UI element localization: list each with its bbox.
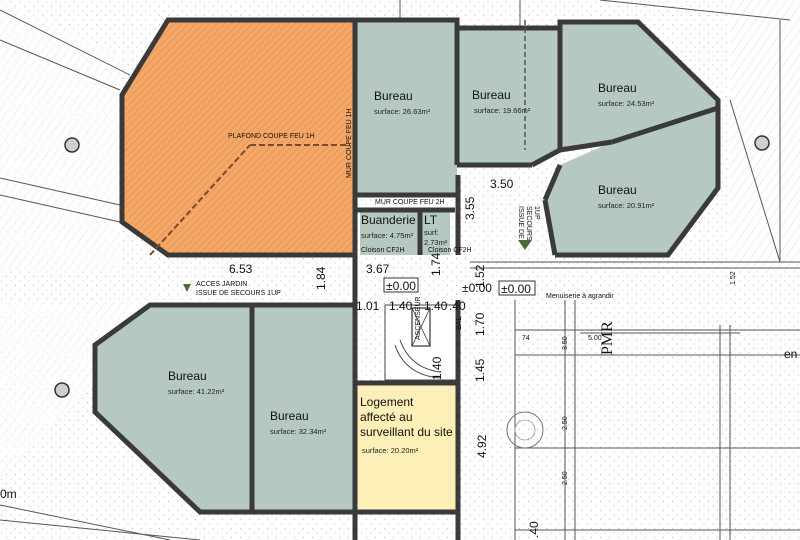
room-bureau-d-name: Bureau bbox=[598, 183, 637, 197]
parking bbox=[506, 300, 800, 540]
room-lt-name: LT bbox=[424, 213, 438, 227]
fire-wall-line bbox=[149, 144, 251, 256]
dimension-text: 3.55 bbox=[463, 196, 477, 220]
room-bureau-f bbox=[252, 305, 355, 512]
dimension-text: 1.40 bbox=[389, 299, 413, 313]
room-bureau-a-name: Bureau bbox=[374, 89, 413, 103]
pole-circle bbox=[64, 137, 80, 153]
room-logement-surface: surface: 20.20m² bbox=[362, 446, 419, 455]
tree-symbol bbox=[506, 411, 544, 449]
walls bbox=[92, 17, 721, 540]
hatched-zone bbox=[122, 20, 355, 255]
parking-dimension: 2.50 bbox=[562, 416, 569, 430]
site-hatch-left bbox=[0, 0, 120, 270]
room-buanderie-surface: surface: 4.75m² bbox=[361, 231, 414, 240]
room-buanderie bbox=[360, 210, 420, 255]
dimension-text: 1.84 bbox=[314, 266, 328, 290]
dimension-text: 1.40 bbox=[424, 299, 448, 313]
room-bureau-c bbox=[560, 22, 718, 150]
pmr-label: PMR bbox=[599, 321, 616, 355]
room-bureau-e-surface: surface: 41.22m² bbox=[168, 387, 225, 396]
dimension-text: 4.92 bbox=[475, 434, 489, 458]
cloison-right-label: Cloison CF2H bbox=[428, 247, 472, 254]
dimension-text: 1.52 bbox=[473, 264, 487, 288]
dimension-text: 3.50 bbox=[490, 177, 514, 191]
edge-text: en bbox=[784, 347, 797, 361]
dimension-text: 1.70 bbox=[473, 312, 487, 336]
parking-dimension: 1.52 bbox=[730, 271, 737, 285]
pole-circle bbox=[754, 135, 770, 151]
ascenseur-label: ASCENSEUR bbox=[415, 296, 422, 340]
stair-area bbox=[384, 304, 458, 381]
parking-dimension: 2.50 bbox=[562, 471, 569, 485]
bal-label: BAL bbox=[456, 317, 463, 330]
room-bureau-d-surface: surface: 20.91m² bbox=[598, 201, 655, 210]
acces-label-2: ISSUE DE SECOURS 1UP bbox=[196, 290, 281, 297]
room-lt-surface-2: 2.73m² bbox=[424, 238, 448, 247]
dimension-text: 1.74 bbox=[429, 252, 443, 276]
dimension-text: 6.53 bbox=[229, 262, 253, 276]
room-bureau-a-surface: surface: 26.63m² bbox=[374, 107, 431, 116]
parking-dimension: 3.50 bbox=[562, 336, 569, 350]
room-lt bbox=[420, 210, 450, 255]
room-bureau-c-name: Bureau bbox=[598, 81, 637, 95]
dimension-text: 0m bbox=[0, 487, 17, 501]
room-bureau-e-name: Bureau bbox=[168, 369, 207, 383]
dimension-text: 1.45 bbox=[473, 358, 487, 382]
level-marker: ±0.00 bbox=[386, 279, 416, 293]
exit-arrow-icon bbox=[518, 240, 532, 250]
room-bureau-b-name: Bureau bbox=[472, 88, 511, 102]
room-bureau-b bbox=[457, 28, 560, 165]
exit-arrow-icon bbox=[183, 284, 191, 292]
issue-label-1: ISSUE DE bbox=[517, 206, 524, 239]
menuiserie-label: Menuiserie à agrandir bbox=[546, 293, 614, 300]
dimension-text: .40 bbox=[527, 521, 541, 538]
site-poles bbox=[54, 135, 770, 398]
parking-dimension: 5.00 bbox=[588, 335, 602, 342]
issue-label-3: 1UP bbox=[533, 206, 540, 220]
room-logement-name-2: affecté au bbox=[360, 410, 413, 424]
room-bureau-b-surface: surface: 19.66m² bbox=[474, 106, 531, 115]
room-logement bbox=[355, 383, 458, 512]
issue-label-2: SECOURS bbox=[525, 206, 532, 241]
room-logement-name-1: Logement bbox=[360, 395, 414, 409]
level-marker: ±0.00 bbox=[501, 282, 531, 296]
parking-dimension: 74 bbox=[522, 335, 530, 342]
dimension-text: .40 bbox=[449, 299, 466, 313]
cloison-left-label: Cloison CF2H bbox=[361, 247, 405, 254]
acces-label-1: ACCES JARDIN bbox=[196, 281, 247, 288]
dimension-text: 1.01 bbox=[356, 299, 380, 313]
room-bureau-d bbox=[545, 108, 718, 255]
room-lt-surface-1: surf: bbox=[424, 228, 439, 237]
room-bureau-f-surface: surface: 32.34m² bbox=[270, 427, 327, 436]
plafond-label: PLAFOND COUPE FEU 1H bbox=[228, 133, 315, 140]
mur-1h-label: MUR COUPE FEU 1H bbox=[346, 108, 353, 178]
room-bureau-a bbox=[355, 20, 457, 195]
room-bureau-c-surface: surface: 24.53m² bbox=[598, 99, 655, 108]
room-bureau-f-name: Bureau bbox=[270, 409, 309, 423]
room-bureau-e bbox=[95, 305, 252, 512]
room-logement-name-3: surveillant du site bbox=[360, 425, 453, 439]
dimension-text: 3.67 bbox=[366, 262, 390, 276]
dimension-text: 1.40 bbox=[430, 356, 444, 380]
level-marker: ±0.00 bbox=[462, 281, 492, 295]
pole-circle bbox=[54, 382, 70, 398]
room-buanderie-name: Buanderie bbox=[361, 213, 416, 227]
mur-2h-label: MUR COUPE FEU 2H bbox=[375, 199, 445, 206]
